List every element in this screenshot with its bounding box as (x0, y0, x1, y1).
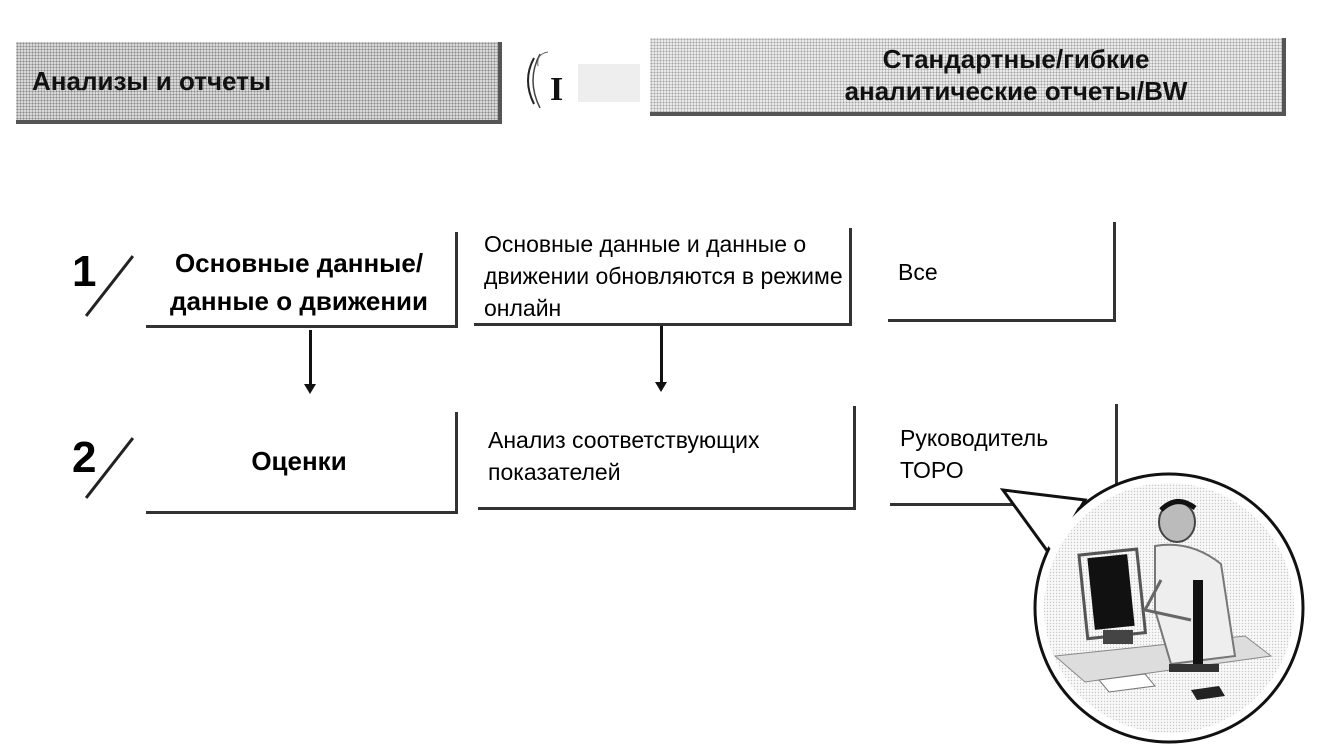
step-2-description: Анализ соответствующих показателей (488, 427, 760, 485)
step-2-description-box: Анализ соответствующих показателей (478, 406, 856, 510)
manager-photo-illustration (995, 460, 1315, 745)
arrow-2-line (660, 326, 663, 382)
header-left-title: Анализы и отчеты (32, 65, 272, 96)
step-2-number: 2 (72, 433, 97, 482)
header-icon-letter: I (550, 71, 563, 108)
header-right-title: Стандартные/гибкие аналитические отчеты/… (844, 44, 1188, 106)
step-1-role-box: Все (888, 222, 1116, 322)
arrow-1-line (309, 330, 312, 384)
step-1-role: Все (898, 259, 938, 285)
step-2-name-box: Оценки (146, 412, 458, 514)
header-right-panel: Стандартные/гибкие аналитические отчеты/… (650, 38, 1286, 116)
step-2-name: Оценки (251, 446, 347, 476)
step-1-number: 1 (72, 247, 97, 296)
step-1-name: Основные данные/ данные о движении (169, 248, 429, 316)
header-left-panel: Анализы и отчеты (16, 42, 502, 124)
step-2-role-box: Руководитель ТОРО (890, 404, 1118, 506)
arrow-down-icon (304, 384, 316, 394)
step-1-description: Основные данные и данные о движении обно… (484, 231, 843, 321)
arrow-down-icon (655, 382, 667, 392)
document-roll-icon: I (520, 46, 640, 116)
step-1-name-box: Основные данные/ данные о движении (146, 232, 458, 328)
step-2-role: Руководитель ТОРО (900, 425, 1049, 483)
step-1-description-box: Основные данные и данные о движении обно… (474, 228, 852, 326)
